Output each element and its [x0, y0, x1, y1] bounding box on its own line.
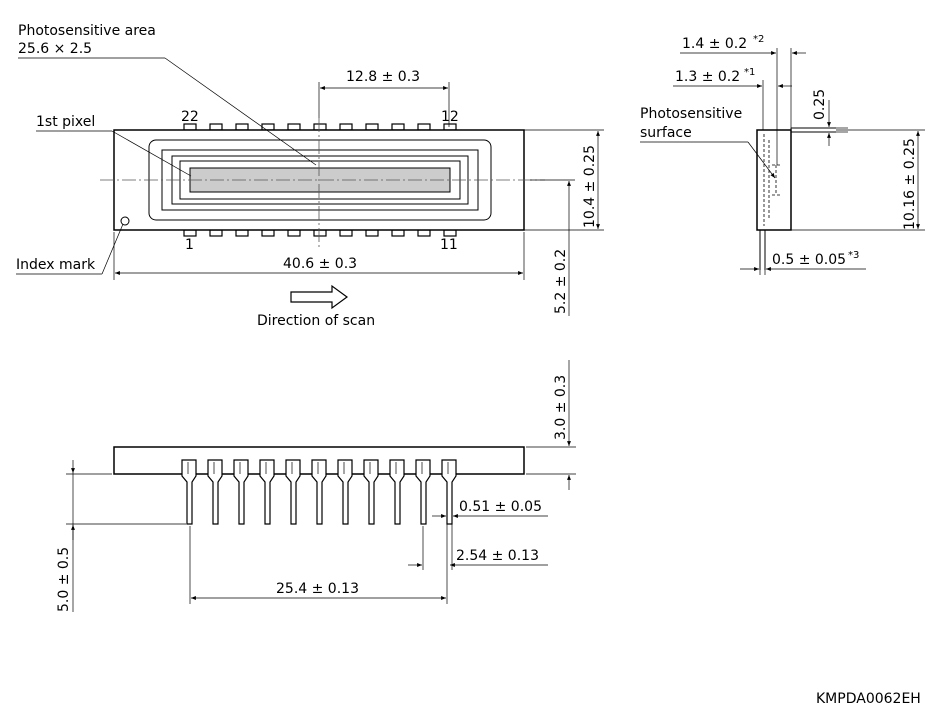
dim-lead-width: 0.51 ± 0.05: [459, 499, 542, 515]
dim-side-13-note: *1: [744, 67, 755, 78]
dim-side-height: 10.16 ± 0.25: [902, 138, 918, 230]
drawing-code: KMPDA0062EH: [816, 691, 921, 707]
pin-label-1: 1: [185, 237, 194, 253]
photosensitive-surface-label-2: surface: [640, 125, 692, 141]
dim-center-offset: 12.8 ± 0.3: [346, 69, 420, 85]
side-view: 1.4 ± 0.2 *2 1.3 ± 0.2 *1 0.25 10.16 ± 0…: [640, 34, 925, 275]
dim-thickness: 3.0 ± 0.3: [553, 375, 569, 440]
direction-of-scan-label: Direction of scan: [257, 313, 375, 329]
dim-side-14-note: *2: [753, 34, 764, 45]
index-mark-circle: [120, 216, 130, 226]
top-view-top-pins: [183, 123, 457, 131]
pin-label-12: 12: [441, 109, 459, 125]
direction-of-scan-arrow-icon: [290, 284, 349, 310]
dim-side-05-note: *3: [848, 250, 859, 261]
photosensitive-area-leader: [164, 57, 317, 166]
dim-side-13: 1.3 ± 0.2: [675, 69, 740, 85]
dim-base-height: 5.2 ± 0.2: [553, 249, 569, 314]
front-view-leads: [181, 459, 457, 525]
photosensitive-surface-label-1: Photosensitive: [640, 106, 742, 122]
dim-body-width: 40.6 ± 0.3: [283, 256, 357, 272]
top-view-bottom-pins: [183, 229, 457, 237]
dim-side-05: 0.5 ± 0.05: [772, 252, 846, 268]
dim-pitch: 2.54 ± 0.13: [456, 548, 539, 564]
first-pixel-leader: [111, 130, 192, 177]
front-view: 3.0 ± 0.3 5.0 ± 0.5 0.51 ± 0.05 2.54 ± 0…: [56, 360, 576, 612]
dim-side-14: 1.4 ± 0.2: [682, 36, 747, 52]
pin-label-11: 11: [440, 237, 458, 253]
first-pixel-label: 1st pixel: [36, 114, 95, 130]
pin-label-22: 22: [181, 109, 199, 125]
photosensitive-area-title: Photosensitive area: [18, 23, 156, 39]
package-body-side: [756, 129, 792, 231]
index-mark-label: Index mark: [16, 257, 96, 273]
dim-lead-length: 5.0 ± 0.5: [56, 547, 72, 612]
index-mark-leader: [101, 223, 124, 275]
top-view: 22 12 1 11 Photosensitive area 25.6 × 2.…: [16, 23, 604, 329]
photosensitive-area-size: 25.6 × 2.5: [18, 41, 92, 57]
dim-body-height: 10.4 ± 0.25: [582, 145, 598, 228]
photosensitive-surface-leader: [747, 141, 776, 179]
dim-pin-span: 25.4 ± 0.13: [276, 581, 359, 597]
dim-side-025: 0.25: [812, 89, 828, 120]
